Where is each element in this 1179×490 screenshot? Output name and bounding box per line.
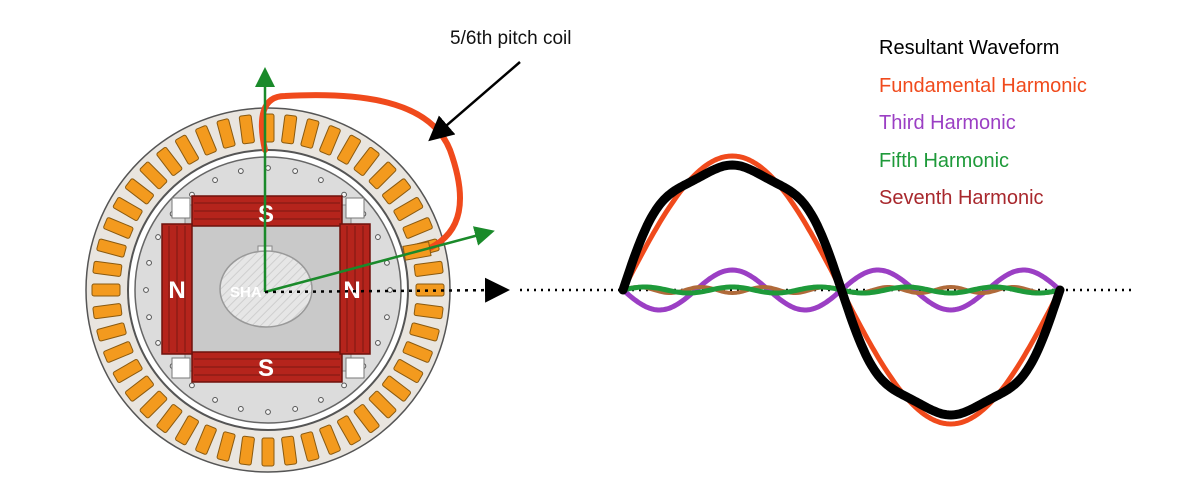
rotor-bolt xyxy=(212,397,218,403)
stator-slot xyxy=(319,125,341,156)
stator-slot xyxy=(92,303,123,320)
legend: Resultant Waveform Fundamental Harmonic … xyxy=(879,30,1087,218)
stator-slot xyxy=(175,415,199,446)
rotor-bolt xyxy=(143,287,149,293)
stator-slot xyxy=(382,178,411,205)
rotor-bolt xyxy=(341,382,347,389)
stator-slot xyxy=(91,283,121,297)
stator-slot xyxy=(238,114,255,145)
stator-slot xyxy=(281,114,298,145)
stator-slot xyxy=(337,134,361,165)
stator-slot xyxy=(125,178,154,205)
rotor-bolt xyxy=(318,397,324,403)
stator-slot xyxy=(382,375,411,402)
rotor-bolt xyxy=(212,177,218,183)
rotor-bolt xyxy=(292,168,299,174)
rotor-pole-left xyxy=(161,223,193,355)
stator-slot xyxy=(261,437,275,467)
stator-slot xyxy=(413,260,444,277)
stator-slot xyxy=(195,424,217,455)
stator-slot xyxy=(175,134,199,165)
stator-slot xyxy=(216,431,236,462)
stator-slot xyxy=(409,322,440,342)
rotor-bolt xyxy=(265,409,271,415)
stator-slot xyxy=(156,404,183,433)
stator-slot xyxy=(103,341,134,363)
stator-slot xyxy=(300,118,320,149)
stator-slot xyxy=(103,217,134,239)
legend-item-resultant: Resultant Waveform xyxy=(879,37,1060,59)
rotor-bolt xyxy=(387,287,393,293)
stator-slot xyxy=(337,415,361,446)
stator-slot xyxy=(125,375,154,402)
stator-slot xyxy=(413,303,444,320)
stator-slot xyxy=(139,390,168,419)
stator-slot xyxy=(319,424,341,455)
rotor-pole-right xyxy=(339,223,371,355)
resultant-wave xyxy=(618,160,1065,420)
stator-slot xyxy=(393,359,424,383)
legend-item-seventh: Seventh Harmonic xyxy=(879,187,1044,209)
stator-slot xyxy=(415,283,445,297)
stator-slot xyxy=(402,341,433,363)
coil-annotation-arrow xyxy=(428,61,521,142)
legend-item-fundamental: Fundamental Harmonic xyxy=(879,74,1087,97)
rotor-bolt xyxy=(155,234,161,240)
rotor-bolt xyxy=(341,191,347,198)
stator-slot xyxy=(216,118,236,149)
rotor-pole-bottom xyxy=(191,351,343,383)
stator-slot xyxy=(393,197,424,221)
stator-slot xyxy=(112,197,143,221)
rotor-bolt xyxy=(237,406,244,412)
rotor-bolt xyxy=(375,234,381,240)
waveform-plot xyxy=(520,153,1135,427)
rotor-bolt xyxy=(189,382,195,389)
stator-slot xyxy=(195,125,217,156)
legend-item-third: Third Harmonic xyxy=(879,112,1016,134)
shaft-label: SHA xyxy=(230,284,262,301)
stator-slot xyxy=(96,238,127,258)
reference-axis-arrow xyxy=(264,277,510,303)
pitch-coil xyxy=(258,92,463,255)
legend-item-fifth: Fifth Harmonic xyxy=(879,149,1010,172)
rotor-bolt xyxy=(155,340,161,346)
rotor-bolt xyxy=(318,177,324,183)
stator-slot xyxy=(368,161,397,190)
stator-slot xyxy=(112,359,143,383)
stator-slot xyxy=(281,435,298,466)
stator-slot xyxy=(300,431,320,462)
pitch-axis-arrow xyxy=(264,226,495,294)
stator-slot xyxy=(156,147,183,176)
stator-slot xyxy=(238,435,255,466)
rotor-bolt xyxy=(375,340,381,346)
stator-slot xyxy=(92,260,123,277)
motor-cross-section: S S N N SHA xyxy=(85,67,510,473)
rotor-bolt xyxy=(146,314,152,321)
rotor-bolt xyxy=(384,314,390,321)
pole-label-right: N xyxy=(343,277,360,304)
pole-label-left: N xyxy=(168,277,185,304)
rotor-bolt xyxy=(265,165,271,171)
stator-slot xyxy=(402,217,433,239)
stator-slots xyxy=(91,113,445,467)
stator-slot xyxy=(139,161,168,190)
stator-slot xyxy=(353,404,380,433)
stator-slot xyxy=(368,390,397,419)
rotor-pole-top xyxy=(191,195,343,227)
rotor-bolt xyxy=(292,406,299,412)
stator-slot xyxy=(353,147,380,176)
rotor-bolt xyxy=(146,259,152,266)
rotor-bolt xyxy=(237,168,244,174)
coil-label: 5/6th pitch coil xyxy=(450,28,572,49)
stator-slot xyxy=(96,322,127,342)
pole-label-bottom: S xyxy=(258,355,274,382)
